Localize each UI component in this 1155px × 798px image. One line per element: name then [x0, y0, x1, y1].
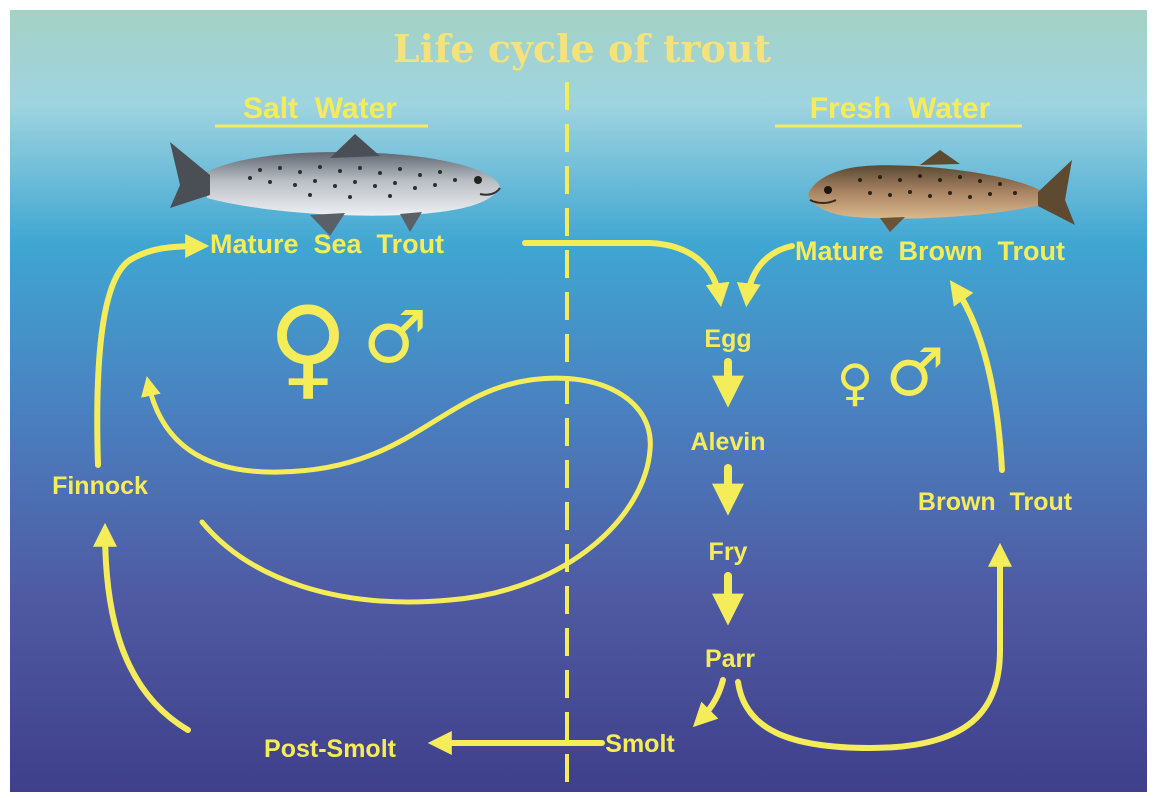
mature-brown-trout-label: Mature Brown Trout: [795, 236, 1065, 266]
sea-migration-loop-arrow: [148, 378, 650, 602]
brown-trout-fish-icon: [808, 150, 1075, 232]
svg-text:Salt Water: Salt Water: [243, 92, 397, 125]
alevin-label: Alevin: [690, 428, 765, 456]
parr-label: Parr: [705, 645, 755, 673]
svg-text:Fresh Water: Fresh Water: [810, 92, 991, 125]
female-symbol-icon: ♀: [837, 354, 874, 412]
sea-trout-fish-icon: [170, 134, 500, 236]
finnock-label: Finnock: [52, 472, 148, 500]
female-symbol-icon: ♀: [268, 283, 349, 411]
parr-to-smolt-arrow: [698, 680, 723, 722]
parr-to-brown-trout-arrow: [738, 550, 1000, 748]
mature-sea-trout-label: Mature Sea Trout: [210, 229, 444, 259]
diagram-title: Life cycle of trout: [393, 26, 772, 71]
fry-label: Fry: [709, 538, 748, 566]
trout-life-cycle-diagram: Life cycle of trout Salt Water Fresh Wat…: [10, 10, 1147, 792]
diagram-canvas: Life cycle of trout Salt Water Fresh Wat…: [10, 10, 1147, 792]
brown-trout-to-egg-arrow: [747, 246, 792, 300]
sea-trout-to-egg-arrow: [525, 243, 720, 300]
egg-label: Egg: [704, 325, 751, 353]
cycle-arrows: [97, 243, 1002, 748]
post-smolt-label: Post-Smolt: [264, 735, 397, 763]
brown-trout-to-mature-arrow: [954, 286, 1002, 470]
smolt-label: Smolt: [605, 730, 675, 758]
male-symbol-icon: ♂: [363, 295, 428, 379]
finnock-to-mature-sea-trout-arrow: [97, 246, 202, 465]
male-symbol-icon: ♂: [885, 334, 944, 411]
fresh-water-heading: Fresh Water: [775, 92, 1022, 126]
salt-water-heading: Salt Water: [215, 92, 428, 126]
brown-trout-label: Brown Trout: [918, 488, 1073, 516]
post-smolt-to-finnock-arrow: [105, 530, 188, 730]
